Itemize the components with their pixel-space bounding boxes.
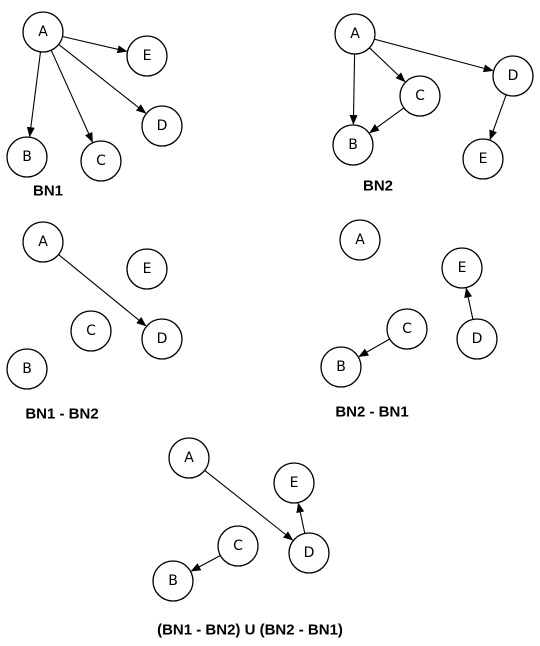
bn2-edge-a-to-d [374, 38, 494, 73]
node-label: C [415, 88, 425, 104]
node-circle [22, 221, 64, 263]
bn1-node-a: A [22, 11, 64, 53]
node-label: E [290, 475, 299, 491]
union-node-c: C [217, 525, 259, 567]
union-caption: (BN1 - BN2) U (BN2 - BN1) [157, 622, 343, 639]
node-circle [441, 247, 483, 289]
node-label: C [96, 153, 106, 169]
bn2-minus-bn1-edge-d-to-e [464, 287, 474, 320]
node-label: E [479, 151, 488, 167]
node-label: A [184, 450, 194, 466]
bn1-minus-bn2-node-a: A [22, 221, 64, 263]
bn1-edge-a-to-d [58, 43, 147, 114]
node-label: B [348, 137, 358, 153]
node-circle [273, 462, 315, 504]
bn2-caption: BN2 [363, 178, 393, 195]
node-circle [399, 75, 441, 117]
bn2-minus-bn1-caption: BN2 - BN1 [335, 404, 408, 421]
node-circle [141, 105, 183, 147]
node-label: D [157, 118, 168, 134]
node-label: A [38, 24, 48, 40]
bn1-node-e: E [126, 35, 168, 77]
node-label: C [402, 321, 412, 337]
node-label: C [86, 323, 96, 339]
bn2-node-d: D [492, 55, 534, 97]
node-circle [70, 310, 112, 352]
node-label: D [508, 68, 519, 84]
node-circle [320, 346, 362, 388]
bn2-edge-c-to-b [369, 107, 405, 134]
node-label: D [304, 545, 315, 561]
node-label: B [22, 361, 32, 377]
bn1-minus-bn2-edge-a-to-d [58, 254, 147, 327]
bn1-node-c: C [80, 140, 122, 182]
union-edge-a-to-d [204, 469, 294, 541]
bn2-minus-bn1-node-d: D [456, 318, 498, 360]
node-circle [126, 248, 168, 290]
bn1-edge-a-to-c [50, 49, 93, 143]
node-circle [126, 35, 168, 77]
bn2-node-b: B [332, 124, 374, 166]
bn2-minus-bn1-edge-c-to-b [358, 338, 390, 357]
bn1-minus-bn2-node-c: C [70, 310, 112, 352]
union-node-b: B [152, 560, 194, 602]
node-label: A [350, 26, 360, 42]
node-circle [334, 13, 376, 55]
node-circle [80, 140, 122, 182]
bn1-edge-a-to-e [62, 35, 128, 54]
union-node-a: A [168, 437, 210, 479]
bn1-minus-bn2-node-e: E [126, 248, 168, 290]
node-label: A [38, 234, 48, 250]
bn2-node-c: C [399, 75, 441, 117]
bn2-edge-a-to-c [369, 47, 406, 83]
union-node-e: E [273, 462, 315, 504]
union-node-d: D [288, 532, 330, 574]
node-circle [152, 560, 194, 602]
bn1-minus-bn2-node-b: B [6, 348, 48, 390]
node-label: D [472, 331, 483, 347]
node-label: A [355, 232, 365, 248]
node-circle [168, 437, 210, 479]
bn2-node-e: E [462, 138, 504, 180]
node-label: D [157, 331, 168, 347]
union-edge-d-to-e [296, 502, 306, 534]
node-circle [288, 532, 330, 574]
node-circle [339, 219, 381, 261]
node-circle [386, 308, 428, 350]
node-label: E [143, 261, 152, 277]
node-label: E [458, 260, 467, 276]
node-label: B [336, 359, 346, 375]
node-label: E [143, 48, 152, 64]
node-label: B [22, 149, 32, 165]
bn1-minus-bn2-caption: BN1 - BN2 [25, 406, 98, 423]
node-circle [332, 124, 374, 166]
node-circle [492, 55, 534, 97]
bn1-edge-a-to-b [26, 51, 42, 138]
bn2-minus-bn1-node-e: E [441, 247, 483, 289]
node-label: B [168, 573, 178, 589]
bn2-minus-bn1-node-c: C [386, 308, 428, 350]
bn1-minus-bn2-node-d: D [141, 318, 183, 360]
node-circle [462, 138, 504, 180]
node-circle [6, 348, 48, 390]
bn2-minus-bn1-node-b: B [320, 346, 362, 388]
bn2-minus-bn1-node-a: A [339, 219, 381, 261]
node-circle [141, 318, 183, 360]
bn2-edge-d-to-e [489, 94, 507, 141]
bn1-node-d: D [141, 105, 183, 147]
node-circle [6, 136, 48, 178]
node-circle [217, 525, 259, 567]
node-label: C [233, 538, 243, 554]
node-circle [22, 11, 64, 53]
bn2-edge-a-to-b [349, 53, 358, 125]
bn1-caption: BN1 [33, 183, 63, 200]
bn2-node-a: A [334, 13, 376, 55]
union-edge-c-to-b [190, 555, 221, 572]
node-circle [456, 318, 498, 360]
bn1-node-b: B [6, 136, 48, 178]
